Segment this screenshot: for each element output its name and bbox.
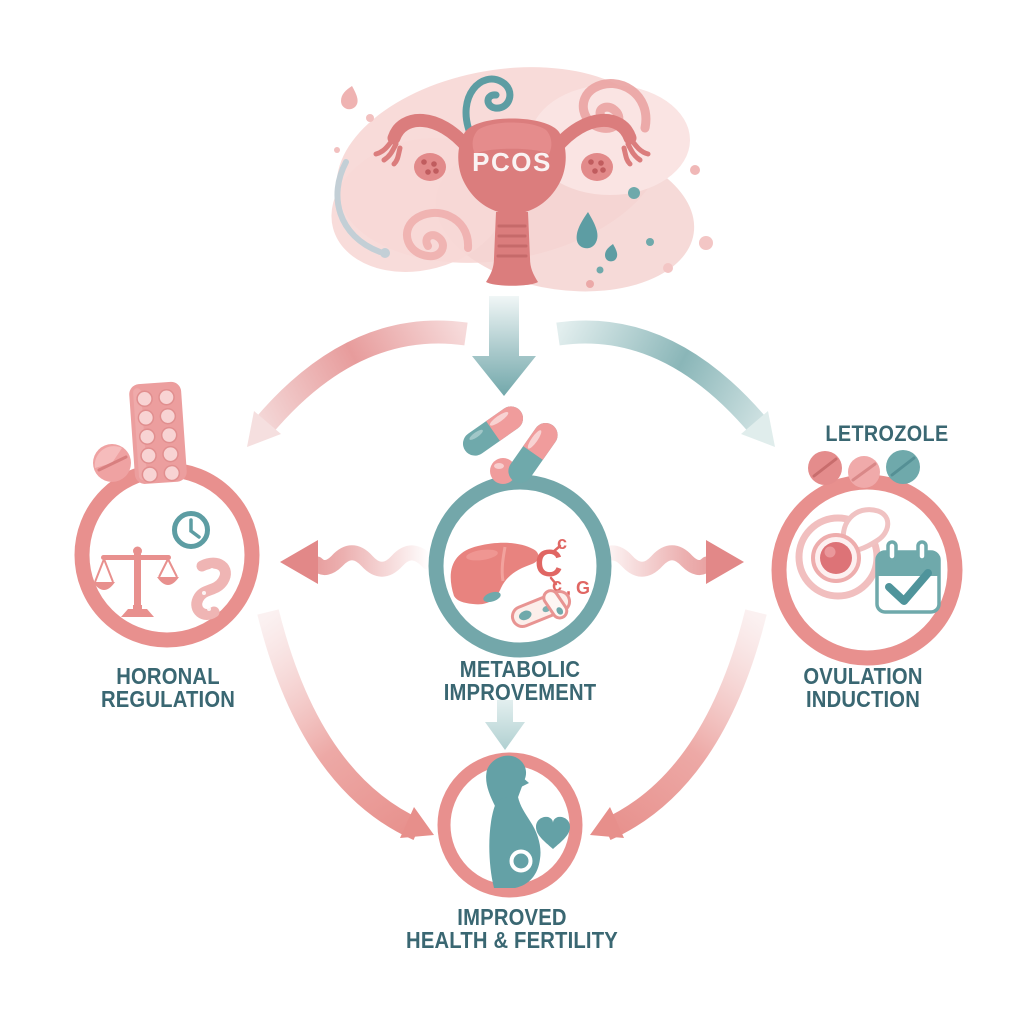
curved-pink-arrowhead-left bbox=[247, 411, 281, 447]
teal-droplet-icon bbox=[576, 212, 598, 249]
hormonal-regulation-node bbox=[74, 381, 260, 648]
tablet-icon bbox=[848, 456, 880, 488]
pink-dot-icon bbox=[366, 114, 374, 122]
ovary-icon-right bbox=[581, 153, 613, 181]
curved-pink-arrow-bottom-left bbox=[257, 609, 423, 841]
small-teal-arrow bbox=[485, 700, 525, 750]
teal-dot-icon bbox=[596, 266, 604, 274]
clock-icon bbox=[172, 511, 210, 549]
uterus-icon bbox=[373, 113, 651, 286]
curved-pink-arrowhead-bottom-left bbox=[400, 807, 434, 838]
curved-pink-arrow-left bbox=[253, 320, 468, 436]
cervix-ribs bbox=[496, 224, 528, 258]
belly-circle bbox=[509, 849, 533, 873]
liver-icon bbox=[450, 542, 539, 605]
teal-swirl-icon bbox=[462, 75, 514, 137]
wavy-pink-arrowhead-right bbox=[706, 540, 744, 584]
letrozole-drug-label: LETROZOLE bbox=[825, 421, 949, 446]
wavy-pink-arrowhead-left bbox=[280, 540, 318, 584]
metabolic-label-line2: IMPROVEMENT bbox=[443, 679, 597, 705]
capsule-icon bbox=[508, 422, 558, 484]
ovary-icon-left bbox=[414, 153, 446, 181]
tablet-icon bbox=[808, 451, 842, 485]
pink-dot-icon bbox=[699, 236, 713, 250]
calendar-check-icon bbox=[875, 540, 941, 614]
capsule-icon bbox=[462, 406, 524, 456]
pink-swirl-icon bbox=[403, 208, 472, 261]
pink-dot-icon bbox=[663, 263, 673, 273]
curved-teal-arrowhead-right bbox=[741, 411, 775, 447]
formula-branch-top: c bbox=[557, 533, 567, 553]
hormone-squiggle-icon bbox=[191, 557, 231, 620]
ovary-cysts-right bbox=[588, 159, 606, 174]
outcome-label-line2: HEALTH & FERTILITY bbox=[406, 927, 618, 953]
metabolic-label-line1: METABOLIC bbox=[459, 656, 581, 682]
outcome-node bbox=[437, 752, 583, 898]
gallbladder-icon bbox=[483, 591, 501, 603]
ovum-icon bbox=[795, 507, 891, 600]
pcos-source-label: PCOS bbox=[472, 147, 552, 177]
pink-dot-icon bbox=[690, 165, 700, 175]
chemical-formula-icon: C c c , G bbox=[535, 533, 590, 598]
curved-pink-arrow-bottom-right bbox=[601, 609, 767, 841]
heart-icon bbox=[536, 816, 570, 849]
hormonal-regulation-label: HORONAL REGULATION bbox=[100, 663, 236, 712]
teal-dot-icon bbox=[628, 187, 640, 199]
gray-arc-icon bbox=[334, 159, 383, 255]
ovulation-induction-node bbox=[771, 450, 963, 666]
cervix-canal bbox=[486, 212, 538, 286]
ovulation-induction-label: OVULATION INDUCTION bbox=[803, 663, 923, 712]
fimbriae-left bbox=[373, 135, 403, 167]
blister-pack-icon bbox=[129, 381, 187, 484]
outcome-label-line1: IMPROVED bbox=[457, 904, 567, 930]
checkmark-icon bbox=[885, 569, 932, 605]
tablet-icon bbox=[93, 444, 131, 482]
pink-dot-icon bbox=[334, 147, 340, 153]
pink-droplet-icon bbox=[341, 86, 358, 110]
gray-drop-icon bbox=[380, 248, 390, 258]
metabolic-improvement-label: METABOLIC IMPROVEMENT bbox=[423, 658, 617, 704]
uterus-illustration bbox=[331, 67, 713, 292]
formula-branch-bottom: c bbox=[552, 575, 562, 595]
balance-scale-icon bbox=[93, 546, 179, 617]
pill-band-icon bbox=[510, 589, 572, 628]
outcome-label: IMPROVED HEALTH & FERTILITY bbox=[396, 906, 628, 952]
tablet-icon bbox=[886, 450, 920, 484]
pill-ball-icon bbox=[490, 458, 516, 484]
metabolic-improvement-node: C c c , G bbox=[428, 406, 612, 658]
formula-main: C bbox=[535, 543, 562, 585]
curved-teal-arrow-right bbox=[556, 320, 769, 436]
formula-suffix: , G bbox=[566, 578, 590, 598]
curved-pink-arrowhead-bottom-right bbox=[590, 807, 624, 838]
pink-dot-icon bbox=[586, 280, 594, 288]
straight-teal-arrow bbox=[472, 296, 536, 396]
teal-dot-icon bbox=[646, 238, 654, 246]
ovary-cysts-left bbox=[421, 159, 439, 175]
wavy-pink-arrow-left bbox=[309, 545, 436, 577]
flow-arrows bbox=[247, 296, 775, 841]
pregnant-woman-icon bbox=[486, 755, 541, 888]
teal-droplet-icon bbox=[605, 244, 618, 262]
fimbriae-right bbox=[621, 135, 651, 167]
wavy-pink-arrow-right bbox=[588, 545, 715, 577]
